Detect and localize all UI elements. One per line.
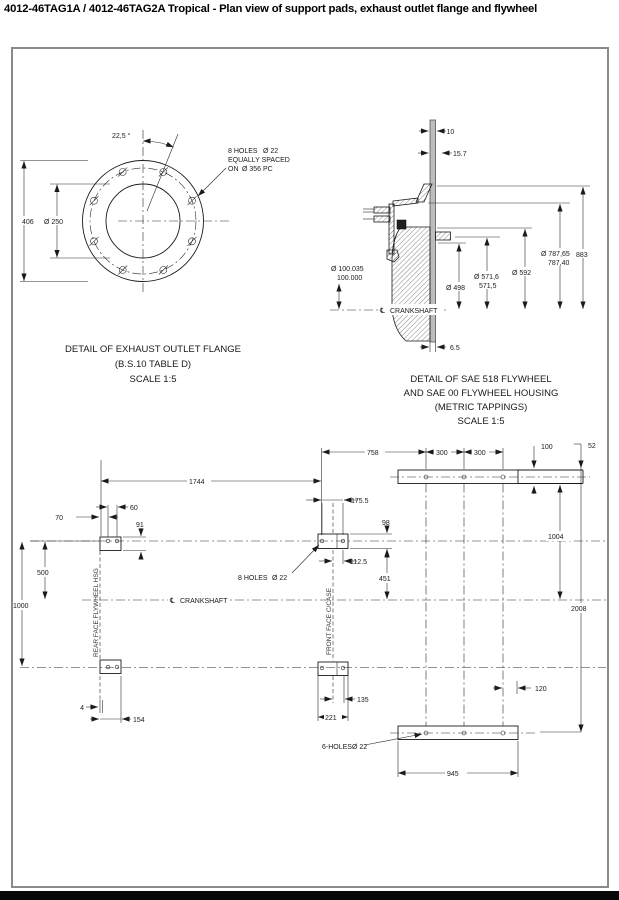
flange-caption-3: SCALE 1:5 <box>130 374 177 385</box>
dim-bore-1: Ø 100.035 <box>331 266 364 273</box>
page-title: 4012-46TAG1A / 4012-46TAG2A Tropical - P… <box>4 3 538 15</box>
crankshaft-label-flywheel: CRANKSHAFT <box>390 308 438 315</box>
pad-holes-note: 8 HOLES <box>238 575 268 582</box>
dim-135: 135 <box>357 697 369 704</box>
dim-100: 100 <box>541 444 553 451</box>
pad-holes <box>105 538 346 671</box>
dim-498: Ø 498 <box>446 285 465 292</box>
flange-caption-2: (B.S.10 TABLE D) <box>115 359 191 370</box>
ring-gear-section <box>396 219 407 230</box>
bottom-bar <box>0 891 619 900</box>
flywheel-caption-3: (METRIC TAPPINGS) <box>435 402 528 413</box>
dim-758: 758 <box>367 450 379 457</box>
dim-52: 52 <box>588 443 596 450</box>
flywheel-detail: 10 15.7 Ø 100.035 <box>330 119 594 427</box>
dim-10: 10 <box>447 129 455 136</box>
dim-592: Ø 592 <box>512 270 531 277</box>
flywheel-caption-2: AND SAE 00 FLYWHEEL HOUSING <box>404 388 559 399</box>
pad-rear-mid <box>317 661 349 676</box>
pad-holes-dia: Ø 22 <box>272 575 287 582</box>
dim-70: 70 <box>55 515 63 522</box>
dia250-label: Ø 250 <box>44 219 63 226</box>
flange-note-pc: Ø 356 PC <box>242 166 273 173</box>
dim-1000: 1000 <box>13 603 29 610</box>
dim-bore-2: 100.000 <box>337 275 362 282</box>
support-pads-plan-view: ℄ CRANKSHAFT REAR FACE FLYWHEEL HSG FRON… <box>13 443 606 778</box>
dim-300b: 300 <box>474 450 486 457</box>
dim-221: 221 <box>325 715 337 722</box>
flywheel-caption-1: DETAIL OF SAE 518 FLYWHEEL <box>410 374 551 385</box>
dim-6-5: 6.5 <box>450 345 460 352</box>
dim-945: 945 <box>447 771 459 778</box>
dim-2008: 2008 <box>571 606 587 613</box>
dim-1004: 1004 <box>548 534 564 541</box>
flange-note-on: ON <box>228 166 239 173</box>
dim-571a: Ø 571,6 <box>474 274 499 281</box>
dim-451: 451 <box>379 576 391 583</box>
rail-holes-leader <box>364 732 423 746</box>
flywheel-caption-4: SCALE 1:5 <box>458 416 505 427</box>
angle-label: 22,5 ° <box>112 132 131 140</box>
rail-holes-dia: Ø 22 <box>352 744 367 751</box>
pad-front-mid <box>317 533 349 549</box>
flange-note-holes: 8 HOLES <box>228 148 258 155</box>
dim-15-7: 15.7 <box>453 151 467 158</box>
bolt-circle <box>89 167 197 275</box>
centerline-symbol-plan: ℄ <box>170 596 175 605</box>
flange-note-spaced: EQUALLY SPACED <box>228 157 290 164</box>
flange-bolt-holes <box>89 167 197 275</box>
housing-flange-tab-2 <box>373 215 391 223</box>
dim-571b: 571,5 <box>479 283 497 290</box>
dim-112-5: 112.5 <box>350 559 367 566</box>
pad-holes-leader <box>291 544 320 574</box>
angle-arc <box>142 138 174 148</box>
flange-note-holes-dia: Ø 22 <box>263 148 278 155</box>
technical-drawing: 22,5 ° 8 HOLES Ø 22 EQUALLY SPACED ON Ø … <box>13 119 606 778</box>
crankshaft-label-plan: CRANKSHAFT <box>180 598 228 605</box>
drawing-frame: 22,5 ° 8 HOLES Ø 22 EQUALLY SPACED ON Ø … <box>11 47 609 888</box>
dowel-section <box>435 231 451 241</box>
housing-rim-section <box>415 183 433 203</box>
dim-98: 98 <box>382 520 390 527</box>
pad-front-left <box>99 536 122 551</box>
front-face-label: FRONT FACE C/CASE <box>326 587 333 655</box>
housing-top-wall <box>392 197 419 207</box>
dim-883: 883 <box>576 252 588 259</box>
dim-91: 91 <box>136 522 144 529</box>
dim-120: 120 <box>535 686 547 693</box>
dim-300a: 300 <box>436 450 448 457</box>
dim-500: 500 <box>37 570 49 577</box>
dim-4: 4 <box>80 705 84 712</box>
flange-note-leader <box>197 167 227 197</box>
dia406-label: 406 <box>22 219 34 226</box>
rail-holes-note: 6-HOLES <box>322 744 352 751</box>
dim-787a: Ø 787,65 <box>541 251 570 258</box>
dim-60: 60 <box>130 505 138 512</box>
flywheel-section <box>391 226 431 342</box>
flange-caption-1: DETAIL OF EXHAUST OUTLET FLANGE <box>65 344 241 355</box>
dim-154: 154 <box>133 717 145 724</box>
dim-787b: 787,40 <box>548 260 570 267</box>
exhaust-flange-detail: 22,5 ° 8 HOLES Ø 22 EQUALLY SPACED ON Ø … <box>20 130 290 385</box>
dim-175-5: 175.5 <box>351 498 369 505</box>
dim-1744: 1744 <box>189 479 205 486</box>
centerline-symbol-flywheel: ℄ <box>380 306 385 315</box>
rear-face-label: REAR FACE FLYWHEEL HSG <box>93 568 100 657</box>
housing-flange-tab-1 <box>373 206 391 214</box>
rail-holes <box>423 474 506 736</box>
pad-rear-left <box>99 659 122 674</box>
